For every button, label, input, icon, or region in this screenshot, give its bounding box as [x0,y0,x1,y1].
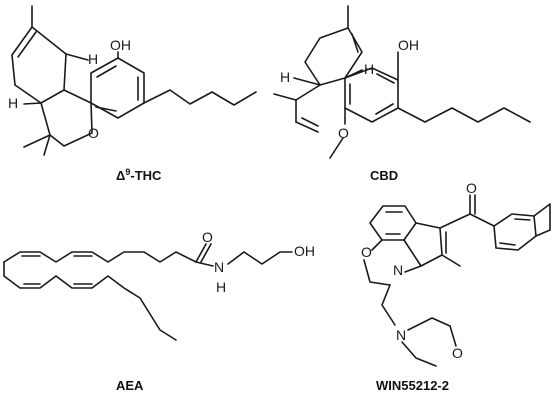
win-carbonyl-oxygen-label: O [466,180,477,196]
win-ring-nitrogen-label: N [393,262,403,278]
thc-hydrogen-left-label: H [8,95,18,111]
aea-amide-hydrogen-label: H [216,279,226,295]
cbd-hydroxyl-label: OH [398,37,419,53]
cbd-hydrogen-left-label: H [280,69,290,85]
aea-structure [3,243,293,341]
cbd-methoxy-oxygen-label: O [338,125,349,141]
thc-hydrogen-top-label: H [88,51,98,67]
thc-hydroxyl-label: OH [110,37,131,53]
cbd-caption: CBD [370,168,398,183]
aea-carbonyl-oxygen-label: O [202,229,213,245]
win-ring-oxygen-label: O [361,244,372,260]
aea-caption: AEA [116,378,144,393]
cbd-hydrogen-right-label: H [364,61,374,77]
thc-structure [11,5,257,156]
win-caption: WIN55212-2 [376,378,449,393]
win-structure [363,194,551,367]
aea-amide-nitrogen-label: N [214,259,224,275]
cbd-structure [273,5,531,159]
thc-caption: Δ9-THC [116,167,162,183]
win-morpholine-oxygen-label: O [452,345,463,361]
aea-hydroxyl-label: OH [294,243,315,259]
win-morpholine-nitrogen-label: N [396,327,406,343]
thc-ring-oxygen-label: O [88,125,99,141]
